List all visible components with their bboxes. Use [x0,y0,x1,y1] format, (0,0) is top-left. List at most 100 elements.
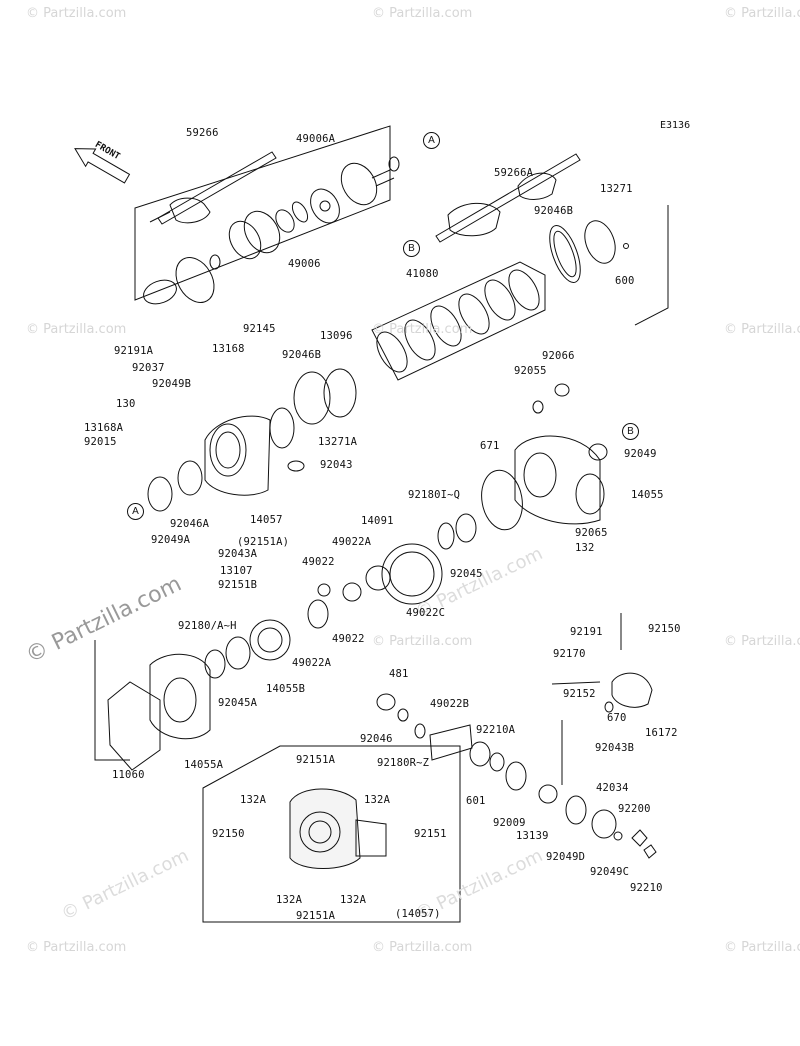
axle-box-outline [134,125,391,301]
watermark: © Partzilla.com [26,940,127,955]
part-label: 92046A [170,518,210,530]
part-label: 92210 [630,882,663,894]
part-label: 14091 [361,515,394,527]
part-label: 14055 [631,489,664,501]
part-label: 92151B [218,579,258,591]
part-label: 16172 [645,727,678,739]
part-label: 11060 [112,769,145,781]
part-label: 130 [116,398,136,410]
part-label: 92049 [624,448,657,460]
diagram-code: E3136 [660,120,691,131]
part-label: 92043 [320,459,353,471]
part-label: 92046 [360,733,393,745]
watermark: © Partzilla.com [724,6,800,21]
watermark: © Partzilla.com [26,322,127,337]
part-label: 92191A [114,345,154,357]
part-label: 92046B [282,349,322,361]
part-label: 92150 [212,828,245,840]
part-label: 92191 [570,626,603,638]
part-label: 92152 [563,688,596,700]
gear-case-14057 [204,415,271,496]
part-label: 49022B [430,698,470,710]
part-label: 13168A [84,422,124,434]
watermark: © Partzilla.com [724,322,800,337]
part-label: 92015 [84,436,117,448]
callout-a: A [127,503,144,520]
part-label: 13271 [600,183,633,195]
part-label: 92049A [151,534,191,546]
part-label: 13271A [318,436,358,448]
part-label: 671 [480,440,500,452]
part-label: 49022 [302,556,335,568]
watermark: © Partzilla.com [372,6,473,21]
watermark: © Partzilla.com [372,940,473,955]
part-label: 13096 [320,330,353,342]
part-label: 92045A [218,697,258,709]
part-label: 59266 [186,127,219,139]
part-label: 92170 [553,648,586,660]
part-label: 600 [615,275,635,287]
axle-shaft-59266A [435,153,581,243]
part-label: 13139 [516,830,549,842]
watermark: © Partzilla.com [724,940,800,955]
part-label: 92049D [546,851,586,863]
part-label: 92151 [414,828,447,840]
part-label: (92151A) [237,536,290,548]
part-label: 49022A [332,536,372,548]
inset-gear-case [289,788,387,869]
part-label: 14055A [184,759,224,771]
watermark: © Partzilla.com [372,634,473,649]
ring-gear [381,543,443,605]
callout-a: A [423,132,440,149]
part-label: 92150 [648,623,681,635]
part-label: 481 [389,668,409,680]
part-label: 92049C [590,866,630,878]
part-label: 92049B [152,378,192,390]
part-label: 14057 [250,514,283,526]
part-label: 92151A [296,910,336,922]
part-label: 49022A [292,657,332,669]
clutch-box [371,261,546,381]
part-label: 132A [364,794,391,806]
part-label: 670 [607,712,627,724]
part-label: 41080 [406,268,439,280]
part-label: 42034 [596,782,629,794]
gear-case-14055 [514,435,605,525]
part-label: 92043A [218,548,258,560]
part-label: 92180I~Q [408,489,461,501]
axle-shaft-59266 [149,151,277,225]
part-label: 92210A [476,724,516,736]
part-label: 92066 [542,350,575,362]
part-label: 14055B [266,683,306,695]
callout-b: B [622,423,639,440]
part-label: 49006 [288,258,321,270]
part-label: 49006A [296,133,336,145]
part-label: 13107 [220,565,253,577]
part-label: 601 [466,795,486,807]
front-arrow [74,148,131,184]
part-label: 49022C [406,607,446,619]
part-label: 13168 [212,343,245,355]
boot-ring [228,220,262,260]
watermark: © Partzilla.com [26,6,127,21]
part-label: 49022 [332,633,365,645]
inset-box [202,745,461,923]
part-label: 92055 [514,365,547,377]
part-label: 59266A [494,167,534,179]
part-label: 92180/A~H [178,620,237,632]
part-label: 92009 [493,817,526,829]
part-label: 132A [340,894,367,906]
gasket-11060 [107,681,161,771]
part-label: 92046B [534,205,574,217]
part-label: 132A [240,794,267,806]
part-label: 132A [276,894,303,906]
part-label: 92065 [575,527,608,539]
pinion-shaft [429,724,473,761]
part-label: 92180R~Z [377,757,430,769]
watermark: © Partzilla.com [372,322,473,337]
part-label: 92151A [296,754,336,766]
part-label: 92045 [450,568,483,580]
part-label: (14057) [395,908,441,920]
part-label: 92043B [595,742,635,754]
